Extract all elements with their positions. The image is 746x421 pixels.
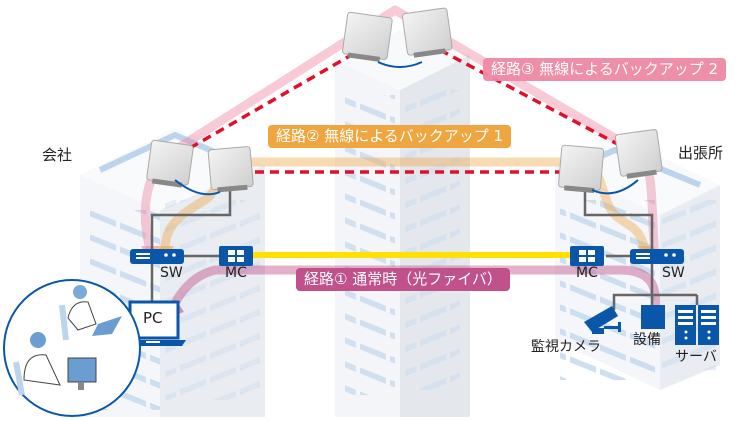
cabling (150, 190, 699, 310)
route2-label: 経路② 無線によるバックアップ 1 (268, 125, 512, 148)
center-building (335, 30, 470, 417)
site-label-branch: 出張所 (678, 144, 724, 162)
pc-label: PC (143, 309, 163, 327)
camera-label: 監視カメラ (531, 339, 601, 355)
server-icon (675, 305, 719, 345)
equipment-label: 設備 (633, 332, 661, 348)
server-label: サーバ (675, 349, 717, 365)
mc-right-label: MC (576, 265, 598, 281)
sw-left-label: SW (160, 265, 183, 281)
route1-path (167, 265, 661, 312)
media-converter-icon (570, 246, 604, 266)
wireless-ap-icon (146, 139, 254, 196)
wireless-ap-icon (342, 7, 453, 68)
wireless-links (189, 48, 626, 174)
route3-path (140, 5, 660, 261)
site-label-office: 会社 (42, 146, 73, 164)
media-converter-icon (219, 246, 253, 266)
route2-path (160, 157, 650, 252)
camera-icon (584, 306, 621, 334)
sw-right-label: SW (662, 265, 685, 281)
equipment-icon (641, 305, 665, 329)
route3-label: 経路③ 無線によるバックアップ 2 (483, 58, 727, 81)
switch-icon (130, 249, 184, 264)
switch-icon (630, 249, 684, 264)
wireless-ap-icon (558, 129, 663, 195)
office-workers-icon (3, 279, 141, 417)
mc-left-label: MC (225, 265, 247, 281)
route1-label: 経路① 通常時（光ファイバ） (296, 268, 510, 291)
